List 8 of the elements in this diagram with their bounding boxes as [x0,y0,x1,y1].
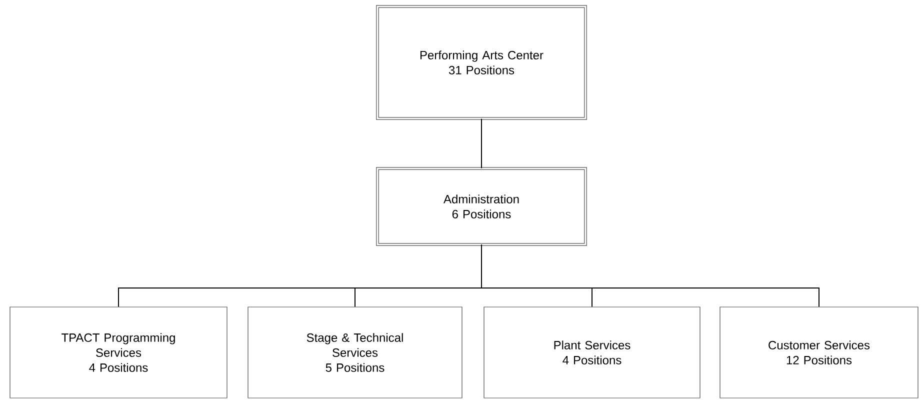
org-box: Plant Services 4 Positions [484,306,700,398]
connector-line [481,118,482,169]
connector-line [481,244,820,308]
org-box: Customer Services 12 Positions [720,306,918,398]
org-box: Administration 6 Positions [376,167,587,246]
org-box: Performing Arts Center 31 Positions [376,5,587,120]
org-box: Stage & Technical Services 5 Positions [248,306,462,398]
org-box: TPACT Programming Services 4 Positions [10,306,228,398]
